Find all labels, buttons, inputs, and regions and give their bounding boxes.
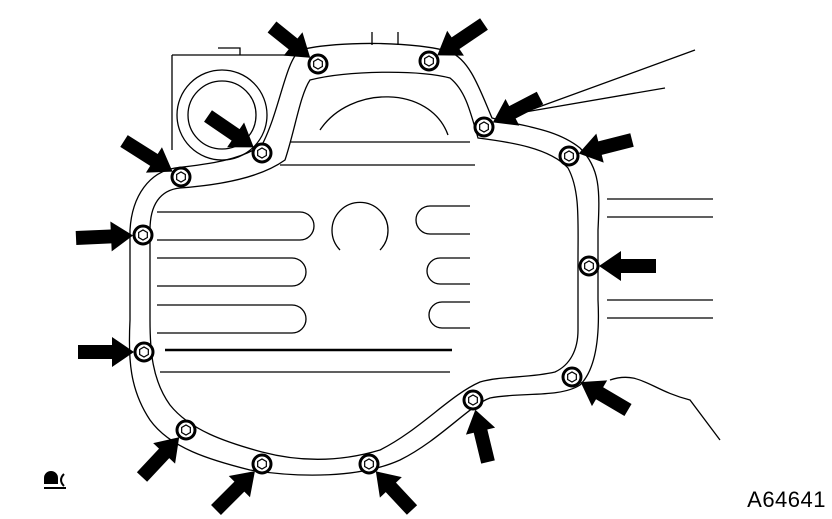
arrow-icon	[492, 91, 544, 126]
bolt	[358, 453, 418, 515]
hex-socket-icon	[584, 260, 594, 272]
arrow-icon	[204, 110, 254, 148]
bolt	[561, 366, 632, 417]
bolt-head-icon	[175, 419, 197, 441]
bolt	[473, 91, 544, 138]
bolt	[204, 110, 273, 164]
bolt	[120, 135, 192, 188]
bolt-head-icon	[170, 166, 192, 188]
bolt	[78, 337, 155, 367]
arrow-icon	[599, 251, 656, 281]
arrow-icon	[136, 437, 180, 482]
bolt-group	[75, 18, 656, 515]
pulley-inner	[187, 80, 257, 150]
bolt-head-icon	[418, 50, 440, 72]
hex-socket-icon	[364, 458, 374, 470]
bolt	[136, 419, 197, 482]
hex-socket-icon	[424, 55, 434, 67]
bolt	[267, 21, 329, 75]
hex-socket-icon	[181, 424, 191, 436]
arrow-icon	[465, 409, 496, 464]
bolt	[211, 453, 273, 515]
arrow-icon	[267, 21, 311, 58]
hex-socket-icon	[567, 371, 577, 383]
hex-socket-icon	[564, 150, 574, 162]
hex-socket-icon	[479, 121, 489, 133]
arrow-icon	[120, 135, 173, 173]
rib	[157, 211, 315, 241]
bolt-head-icon	[578, 255, 600, 277]
pan-inner-outline	[149, 71, 579, 460]
bolt	[578, 251, 656, 281]
bolt	[418, 18, 488, 72]
hex-socket-icon	[468, 394, 478, 406]
arrow-icon	[437, 18, 488, 56]
pan-flange-outline	[128, 42, 600, 476]
bolt-head-icon	[132, 224, 154, 246]
rib	[415, 205, 470, 235]
hex-socket-icon	[313, 58, 323, 70]
figure-code: A64641	[747, 487, 826, 512]
arrow-icon	[75, 221, 134, 252]
arrow-icon	[78, 337, 134, 367]
arrow-icon	[580, 380, 632, 417]
hex-socket-icon	[138, 229, 148, 241]
bolt	[558, 133, 634, 167]
engine-block-edge	[171, 32, 399, 150]
reuse-mark-icon	[44, 471, 66, 489]
bolt-head-icon	[462, 389, 484, 411]
bolt-head-icon	[561, 366, 583, 388]
drain-boss	[331, 201, 389, 251]
bolt-head-icon	[358, 453, 380, 475]
arrow-icon	[375, 471, 418, 515]
pipe-edge	[609, 376, 721, 441]
hex-socket-icon	[257, 458, 267, 470]
rib	[426, 257, 470, 285]
rib	[157, 304, 307, 334]
arrow-icon	[211, 471, 255, 515]
bolt-head-icon	[307, 53, 329, 75]
leader-line	[524, 87, 666, 113]
bolt-head-icon	[251, 453, 273, 475]
bolt-head-icon	[558, 145, 580, 167]
leader-line	[524, 49, 696, 113]
pulley-outer	[176, 69, 268, 161]
bolt-head-icon	[133, 341, 155, 363]
dome-arc	[319, 96, 449, 136]
bolt	[75, 221, 154, 252]
bolt-head-icon	[251, 142, 273, 164]
hex-socket-icon	[176, 171, 186, 183]
hex-socket-icon	[257, 147, 267, 159]
rib	[157, 257, 307, 287]
arrow-icon	[578, 133, 634, 163]
bolt	[462, 389, 496, 464]
hex-socket-icon	[139, 346, 149, 358]
bolt-head-icon	[473, 116, 495, 138]
rib	[428, 301, 470, 329]
